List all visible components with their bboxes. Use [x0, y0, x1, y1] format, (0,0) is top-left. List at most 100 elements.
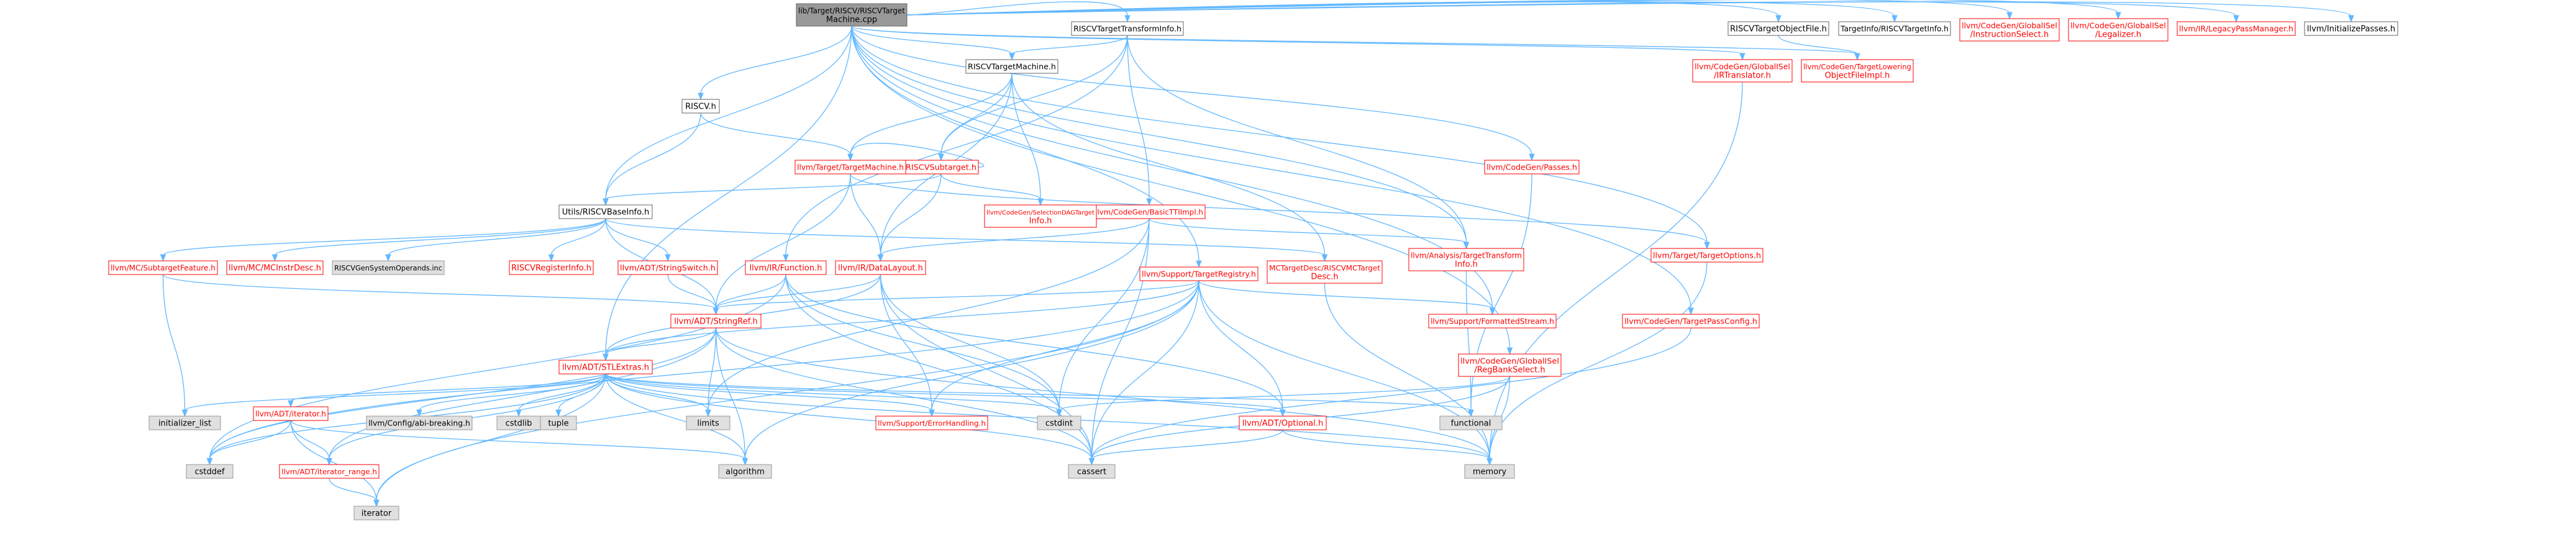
node-label-basei-line-0: Utils/RISCVBaseInfo.h	[562, 208, 649, 217]
edge-root-to-passes	[851, 25, 1535, 161]
node-instsel[interactable]: llvm/CodeGen/GlobalISel/InstructionSelec…	[1959, 18, 2060, 42]
node-label-instsel-line-1: /InstructionSelect.h	[1970, 30, 2049, 40]
node-reginfo[interactable]: RISCVRegisterInfo.h	[509, 260, 594, 275]
node-label-instsel-line-0: llvm/CodeGen/GlobalISel	[1962, 21, 2057, 30]
node-label-cstddef-line-0: cstddef	[194, 468, 225, 477]
node-legacypm[interactable]: llvm/IR/LegacyPassManager.h	[2177, 21, 2296, 36]
node-optional[interactable]: llvm/ADT/Optional.h	[1239, 416, 1327, 430]
node-strswitch[interactable]: llvm/ADT/StringSwitch.h	[617, 260, 718, 275]
node-label-riscvh-line-0: RISCV.h	[685, 102, 716, 112]
node-subfeat[interactable]: llvm/MC/SubtargetFeature.h	[108, 260, 218, 275]
node-basettl[interactable]: llvm/CodeGen/BasicTTIImpl.h	[1093, 204, 1206, 219]
node-strref[interactable]: llvm/ADT/StringRef.h	[670, 314, 762, 329]
node-label-objfile-line-0: RISCVTargetObjectFile.h	[1730, 25, 1827, 34]
node-functional[interactable]: functional	[1439, 416, 1503, 430]
node-antti[interactable]: llvm/Analysis/TargetTransformInfo.h	[1408, 248, 1524, 271]
edge-strref-to-stlextras	[603, 327, 717, 361]
node-label-tlof-line-1: ObjectFileImpl.h	[1825, 71, 1890, 81]
node-passes[interactable]: llvm/CodeGen/Passes.h	[1484, 160, 1580, 175]
edge-strref-to-cstddef	[206, 327, 717, 466]
node-stlextras[interactable]: llvm/ADT/STLExtras.h	[558, 360, 653, 375]
node-tmach[interactable]: RISCVTargetMachine.h	[965, 59, 1058, 74]
node-basei[interactable]: Utils/RISCVBaseInfo.h	[558, 204, 653, 219]
node-label-reginfo-line-0: RISCVRegisterInfo.h	[511, 264, 591, 273]
node-initlist[interactable]: initializer_list	[148, 416, 221, 430]
node-adtiter[interactable]: llvm/ADT/iterator.h	[253, 406, 329, 421]
node-tgtopts[interactable]: llvm/Target/TargetOptions.h	[1650, 248, 1764, 263]
node-treg[interactable]: llvm/Support/TargetRegistry.h	[1139, 266, 1258, 281]
node-tuple[interactable]: tuple	[540, 416, 577, 430]
node-iterator[interactable]: iterator	[353, 506, 399, 520]
edge-optional-to-cassert	[1088, 429, 1283, 466]
node-initpasses[interactable]: llvm/InitializePasses.h	[2304, 21, 2398, 36]
node-cstddef[interactable]: cstddef	[186, 464, 234, 479]
edge-subtgt-to-basei	[603, 173, 942, 206]
node-errhand[interactable]: llvm/Support/ErrorHandling.h	[875, 416, 988, 430]
node-label-legacypm-line-0: llvm/IR/LegacyPassManager.h	[2179, 24, 2293, 34]
node-irfunc[interactable]: llvm/IR/Function.h	[745, 260, 827, 275]
edge-root-to-initpasses	[906, 1, 2354, 23]
node-tlof[interactable]: llvm/CodeGen/TargetLoweringObjectFileImp…	[1801, 59, 1914, 83]
edge-basettl-to-limits	[705, 218, 1150, 417]
edge-root-to-tmach	[851, 25, 1015, 61]
node-cstdint[interactable]: cstdint	[1037, 416, 1081, 430]
edge-root-to-ttinfo	[906, 1, 1131, 23]
node-cstdlib[interactable]: cstdlib	[496, 416, 541, 430]
edge-root-to-tpassconf	[851, 25, 1694, 316]
edge-riscvh-to-tgtmach	[700, 112, 853, 161]
node-label-legalizer-line-0: llvm/CodeGen/GlobalISel	[2070, 21, 2166, 30]
edge-adtiter-to-cstddef	[206, 420, 291, 466]
edge-tgtmach-to-datalayout	[850, 173, 884, 262]
edge-basei-to-reginfo	[548, 218, 606, 262]
node-tpassconf[interactable]: llvm/CodeGen/TargetPassConfig.h	[1622, 314, 1760, 329]
edge-basettl-to-cassert	[1088, 218, 1150, 466]
node-legalizer[interactable]: llvm/CodeGen/GlobalISel/Legalizer.h	[2068, 18, 2169, 42]
node-riscvh[interactable]: RISCV.h	[681, 99, 720, 114]
node-irtrans[interactable]: llvm/CodeGen/GlobalISel/IRTranslator.h	[1692, 59, 1793, 83]
node-sysops[interactable]: RISCVGenSystemOperands.inc	[332, 260, 445, 275]
node-datalayout[interactable]: llvm/IR/DataLayout.h	[835, 260, 926, 275]
node-memory[interactable]: memory	[1464, 464, 1515, 479]
edge-stlextras-to-initlist	[181, 373, 606, 417]
node-objfile[interactable]: RISCVTargetObjectFile.h	[1727, 21, 1829, 36]
node-abibreak[interactable]: llvm/Config/abi-breaking.h	[366, 416, 473, 430]
edge-treg-to-fmtstream	[1198, 280, 1496, 316]
edge-subfeat-to-strref	[162, 274, 719, 316]
edge-tgtmach-to-strref	[712, 173, 851, 316]
edge-antti-to-functional	[1465, 270, 1474, 417]
node-regbank[interactable]: llvm/CodeGen/GlobalISel/RegBankSelect.h	[1458, 353, 1562, 377]
node-label-memory-line-0: memory	[1473, 468, 1507, 477]
edge-treg-to-algorithm	[742, 280, 1199, 466]
node-label-initpasses-line-0: llvm/InitializePasses.h	[2307, 25, 2395, 34]
node-cassert[interactable]: cassert	[1068, 464, 1116, 479]
edge-treg-to-errhand	[929, 280, 1199, 417]
node-fmtstream[interactable]: llvm/Support/FormattedStream.h	[1428, 314, 1557, 329]
edge-tpassconf-to-cassert	[1088, 327, 1691, 466]
edge-irfunc-to-strref	[712, 274, 786, 316]
node-label-antti-line-1: Info.h	[1455, 260, 1478, 270]
node-limits[interactable]: limits	[686, 416, 730, 430]
edge-tgtmach-to-tgtopts	[850, 173, 1710, 250]
edge-treg-to-memory	[1198, 280, 1493, 466]
node-ttinfo[interactable]: RISCVTargetTransformInfo.h	[1071, 21, 1184, 36]
node-iterrange[interactable]: llvm/ADT/iterator_range.h	[279, 464, 380, 479]
node-tgtinfo[interactable]: TargetInfo/RISCVTargetInfo.h	[1838, 21, 1951, 36]
edge-stlextras-to-optional	[605, 373, 1286, 417]
node-algorithm[interactable]: algorithm	[718, 464, 772, 479]
edges-layer	[160, 0, 2354, 507]
node-label-abibreak-line-0: llvm/Config/abi-breaking.h	[368, 419, 470, 428]
node-label-iterator-line-0: iterator	[362, 509, 392, 519]
node-mcinstr[interactable]: llvm/MC/MCInstrDesc.h	[226, 260, 324, 275]
node-label-subtgt-line-0: RISCVSubtarget.h	[906, 163, 976, 173]
edge-stlextras-to-functional	[605, 373, 1474, 417]
node-subtgt[interactable]: RISCVSubtarget.h	[903, 160, 979, 175]
node-label-subfeat-line-0: llvm/MC/SubtargetFeature.h	[111, 264, 216, 273]
node-label-cassert-line-0: cassert	[1077, 468, 1106, 477]
node-label-root-line-1: Machine.cpp	[826, 16, 877, 25]
edge-stlextras-to-abibreak	[416, 373, 606, 417]
node-tgtmach[interactable]: llvm/Target/TargetMachine.h	[794, 160, 906, 175]
node-root[interactable]: lib/Target/RISCV/RISCVTargetMachine.cpp	[796, 3, 908, 27]
edge-basei-to-strswitch	[605, 218, 671, 262]
